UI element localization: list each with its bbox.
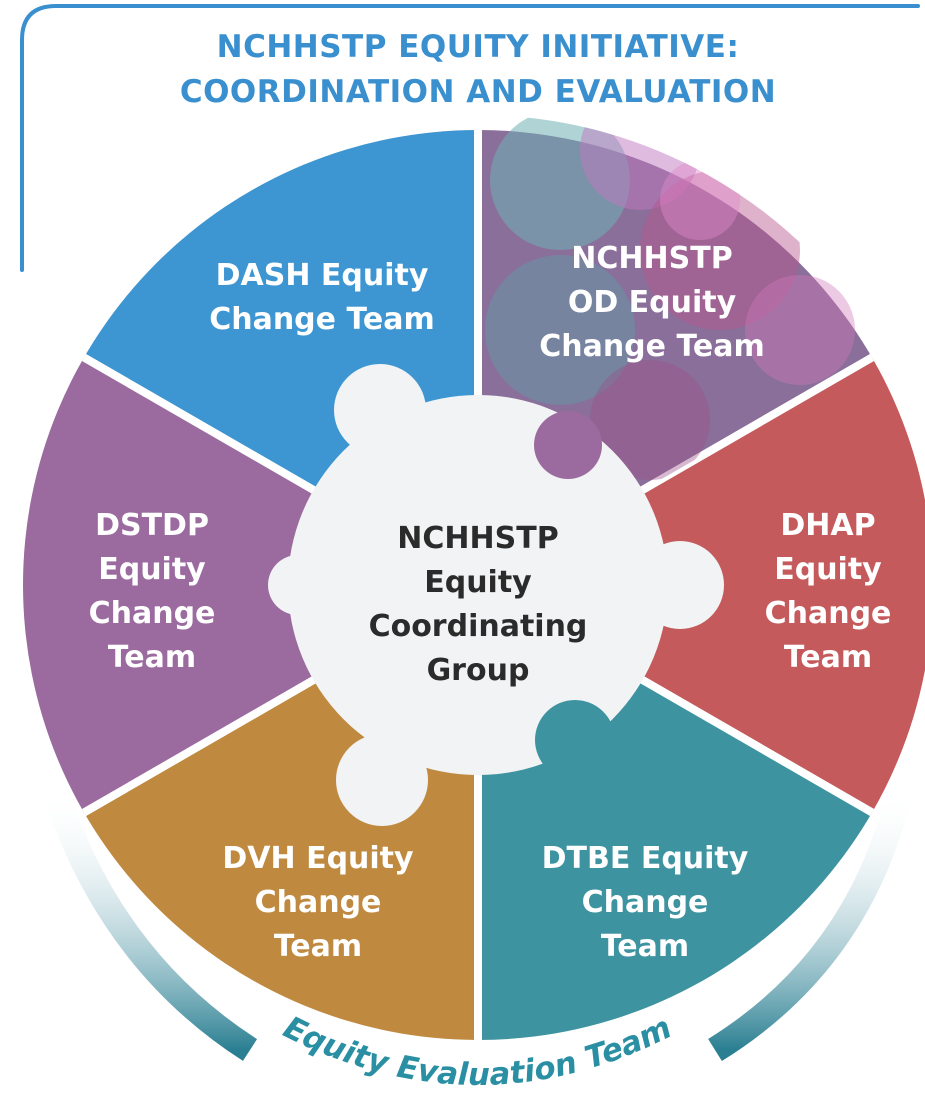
segment-label-line: Team bbox=[601, 929, 689, 964]
segment-label-line: Team bbox=[274, 929, 362, 964]
center-label-line: Coordinating bbox=[369, 609, 588, 644]
segment-label-line: DHAP bbox=[780, 508, 875, 543]
center-label-line: NCHHSTP bbox=[397, 521, 558, 556]
od-texture-blob bbox=[590, 360, 710, 480]
puzzle-knob-top bbox=[334, 364, 426, 456]
frame-outline bbox=[20, 4, 920, 272]
center-puzzle bbox=[268, 364, 724, 826]
segment-label-line: NCHHSTP bbox=[571, 241, 732, 276]
segment-label-line: Change bbox=[582, 885, 709, 920]
center-label-line: Equity bbox=[424, 565, 532, 600]
segment-label-line: Change Team bbox=[209, 302, 435, 337]
segment-label-line: Equity bbox=[774, 552, 882, 587]
od-texture-blob bbox=[485, 255, 635, 405]
evaluation-arc bbox=[42, 785, 913, 1062]
segment-label-line: DVH Equity bbox=[222, 841, 414, 876]
od-texture-blob bbox=[660, 160, 740, 240]
puzzle-knob-left bbox=[268, 555, 328, 615]
center-circle bbox=[288, 395, 668, 775]
center-label-line: Group bbox=[427, 653, 530, 688]
segment-label-line: Change bbox=[255, 885, 382, 920]
segment-label-line: Team bbox=[784, 640, 872, 675]
puzzle-knob-right bbox=[636, 541, 724, 629]
puzzle-notch-top-right bbox=[534, 411, 602, 479]
segment-label-line: Change bbox=[765, 596, 892, 631]
segment-label-line: OD Equity bbox=[568, 285, 737, 320]
od-texture-blob bbox=[640, 170, 800, 330]
segment-label-line: Change Team bbox=[539, 329, 765, 364]
segment-label-line: DASH Equity bbox=[216, 258, 429, 293]
segment-label-line: DTBE Equity bbox=[542, 841, 749, 876]
segment-label-line: Equity bbox=[98, 552, 206, 587]
segment-label-line: Change bbox=[89, 596, 216, 631]
od-texture-blob bbox=[745, 275, 855, 385]
segment-label-line: DSTDP bbox=[95, 508, 209, 543]
title-line-1: NCHHSTP EQUITY INITIATIVE: bbox=[217, 29, 740, 65]
puzzle-notch-bottom-right bbox=[535, 700, 615, 780]
title-line-2: COORDINATION AND EVALUATION bbox=[180, 74, 776, 110]
evaluation-arc-left bbox=[42, 785, 258, 1061]
puzzle-knob-bottom-left bbox=[336, 734, 428, 826]
evaluation-arc-right bbox=[708, 787, 913, 1062]
segment-label-line: Team bbox=[108, 640, 196, 675]
